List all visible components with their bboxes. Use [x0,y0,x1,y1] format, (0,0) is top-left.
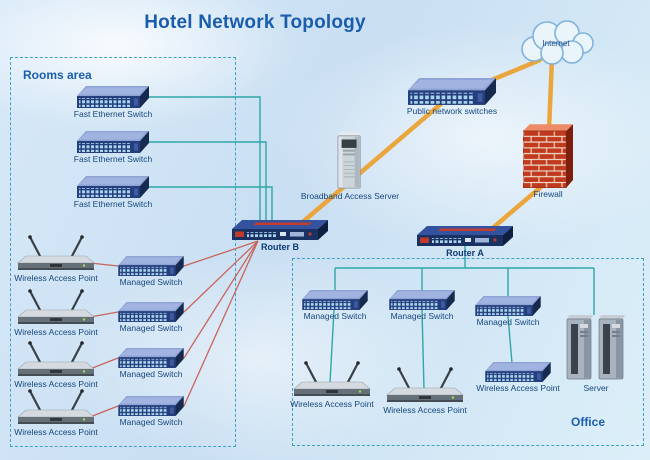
router-icon [417,226,513,246]
switch-icon [408,78,496,105]
switch-icon [118,302,184,322]
tower-server-icon [337,132,363,189]
switch-icon [118,348,184,368]
device-rooms-managed-switch-4[interactable]: Managed Switch [108,396,194,428]
office-zone: Office [292,258,644,446]
device-fast-ethernet-switch-1[interactable]: Fast Ethernet Switch [58,86,168,120]
device-office-managed-switch-1[interactable]: Managed Switch [292,290,378,322]
device-fast-ethernet-switch-3[interactable]: Fast Ethernet Switch [58,176,168,210]
device-label: Managed Switch [390,311,454,321]
switch-icon [389,290,455,310]
device-firewall[interactable]: Firewall [510,124,586,200]
device-office-access-point-2[interactable]: Wireless Access Point [379,366,471,416]
page-title: Hotel Network Topology [144,12,366,33]
device-label: Fast Ethernet Switch [73,199,153,209]
switch-icon [485,362,551,382]
router-icon [232,220,328,240]
device-label: Wireless Access Point [290,399,374,409]
wireless-access-point-icon [292,360,372,398]
device-fast-ethernet-switch-2[interactable]: Fast Ethernet Switch [58,131,168,165]
device-label: Wireless Access Point [14,327,98,337]
cloud-icon [521,20,594,65]
device-label: Broadband Access Server [300,191,400,201]
device-label: Managed Switch [476,317,540,327]
switch-icon [475,296,541,316]
device-rooms-managed-switch-2[interactable]: Managed Switch [108,302,194,334]
device-server[interactable]: Server [560,314,632,394]
device-public-network-switches[interactable]: Public network switches [392,78,512,117]
device-rooms-access-point-3[interactable]: Wireless Access Point [8,340,104,390]
brick-wall-icon [523,124,573,188]
device-rooms-access-point-4[interactable]: Wireless Access Point [8,388,104,438]
device-label: Router A [446,248,484,258]
wireless-access-point-icon [16,388,96,426]
device-label: Public network switches [406,106,498,116]
tower-server-icon [566,314,594,380]
device-label: Wireless Access Point [14,379,98,389]
wireless-access-point-icon [385,366,465,404]
switch-icon [118,396,184,416]
device-label: Managed Switch [119,369,183,379]
device-label: Fast Ethernet Switch [73,109,153,119]
device-office-access-point-1[interactable]: Wireless Access Point [286,360,378,410]
device-rooms-access-point-2[interactable]: Wireless Access Point [8,288,104,338]
device-label: Internet [542,39,570,48]
device-rooms-access-point-1[interactable]: Wireless Access Point [8,234,104,284]
switch-icon [77,131,149,153]
server-towers [565,314,627,382]
device-label: Managed Switch [303,311,367,321]
switch-icon [77,176,149,198]
device-rooms-managed-switch-1[interactable]: Managed Switch [108,256,194,288]
wireless-access-point-icon [16,340,96,378]
device-label: Wireless Access Point [383,405,467,415]
device-label: Wireless Access Point [14,273,98,283]
device-broadband-access-server[interactable]: Broadband Access Server [295,132,405,202]
device-internet-cloud[interactable]: Internet [510,16,602,68]
switch-icon [302,290,368,310]
device-office-managed-switch-2[interactable]: Managed Switch [379,290,465,322]
device-rooms-managed-switch-3[interactable]: Managed Switch [108,348,194,380]
device-office-access-point-3[interactable]: Wireless Access Point [472,362,564,394]
device-label: Fast Ethernet Switch [73,154,153,164]
device-label: Router B [261,242,299,252]
device-label: Wireless Access Point [476,383,560,393]
device-label: Wireless Access Point [14,427,98,437]
device-label: Firewall [533,189,563,199]
office-label: Office [570,415,605,429]
wireless-access-point-icon [16,234,96,272]
switch-icon [77,86,149,108]
wireless-access-point-icon [16,288,96,326]
device-router-a[interactable]: Router A [413,226,517,258]
device-router-b[interactable]: Router B [228,220,332,252]
device-label: Managed Switch [119,417,183,427]
device-office-managed-switch-3[interactable]: Managed Switch [465,296,551,328]
device-label: Server [583,383,609,393]
device-label: Managed Switch [119,277,183,287]
rooms-area-label: Rooms area [23,68,92,82]
tower-server-icon [598,314,626,380]
switch-icon [118,256,184,276]
device-label: Managed Switch [119,323,183,333]
